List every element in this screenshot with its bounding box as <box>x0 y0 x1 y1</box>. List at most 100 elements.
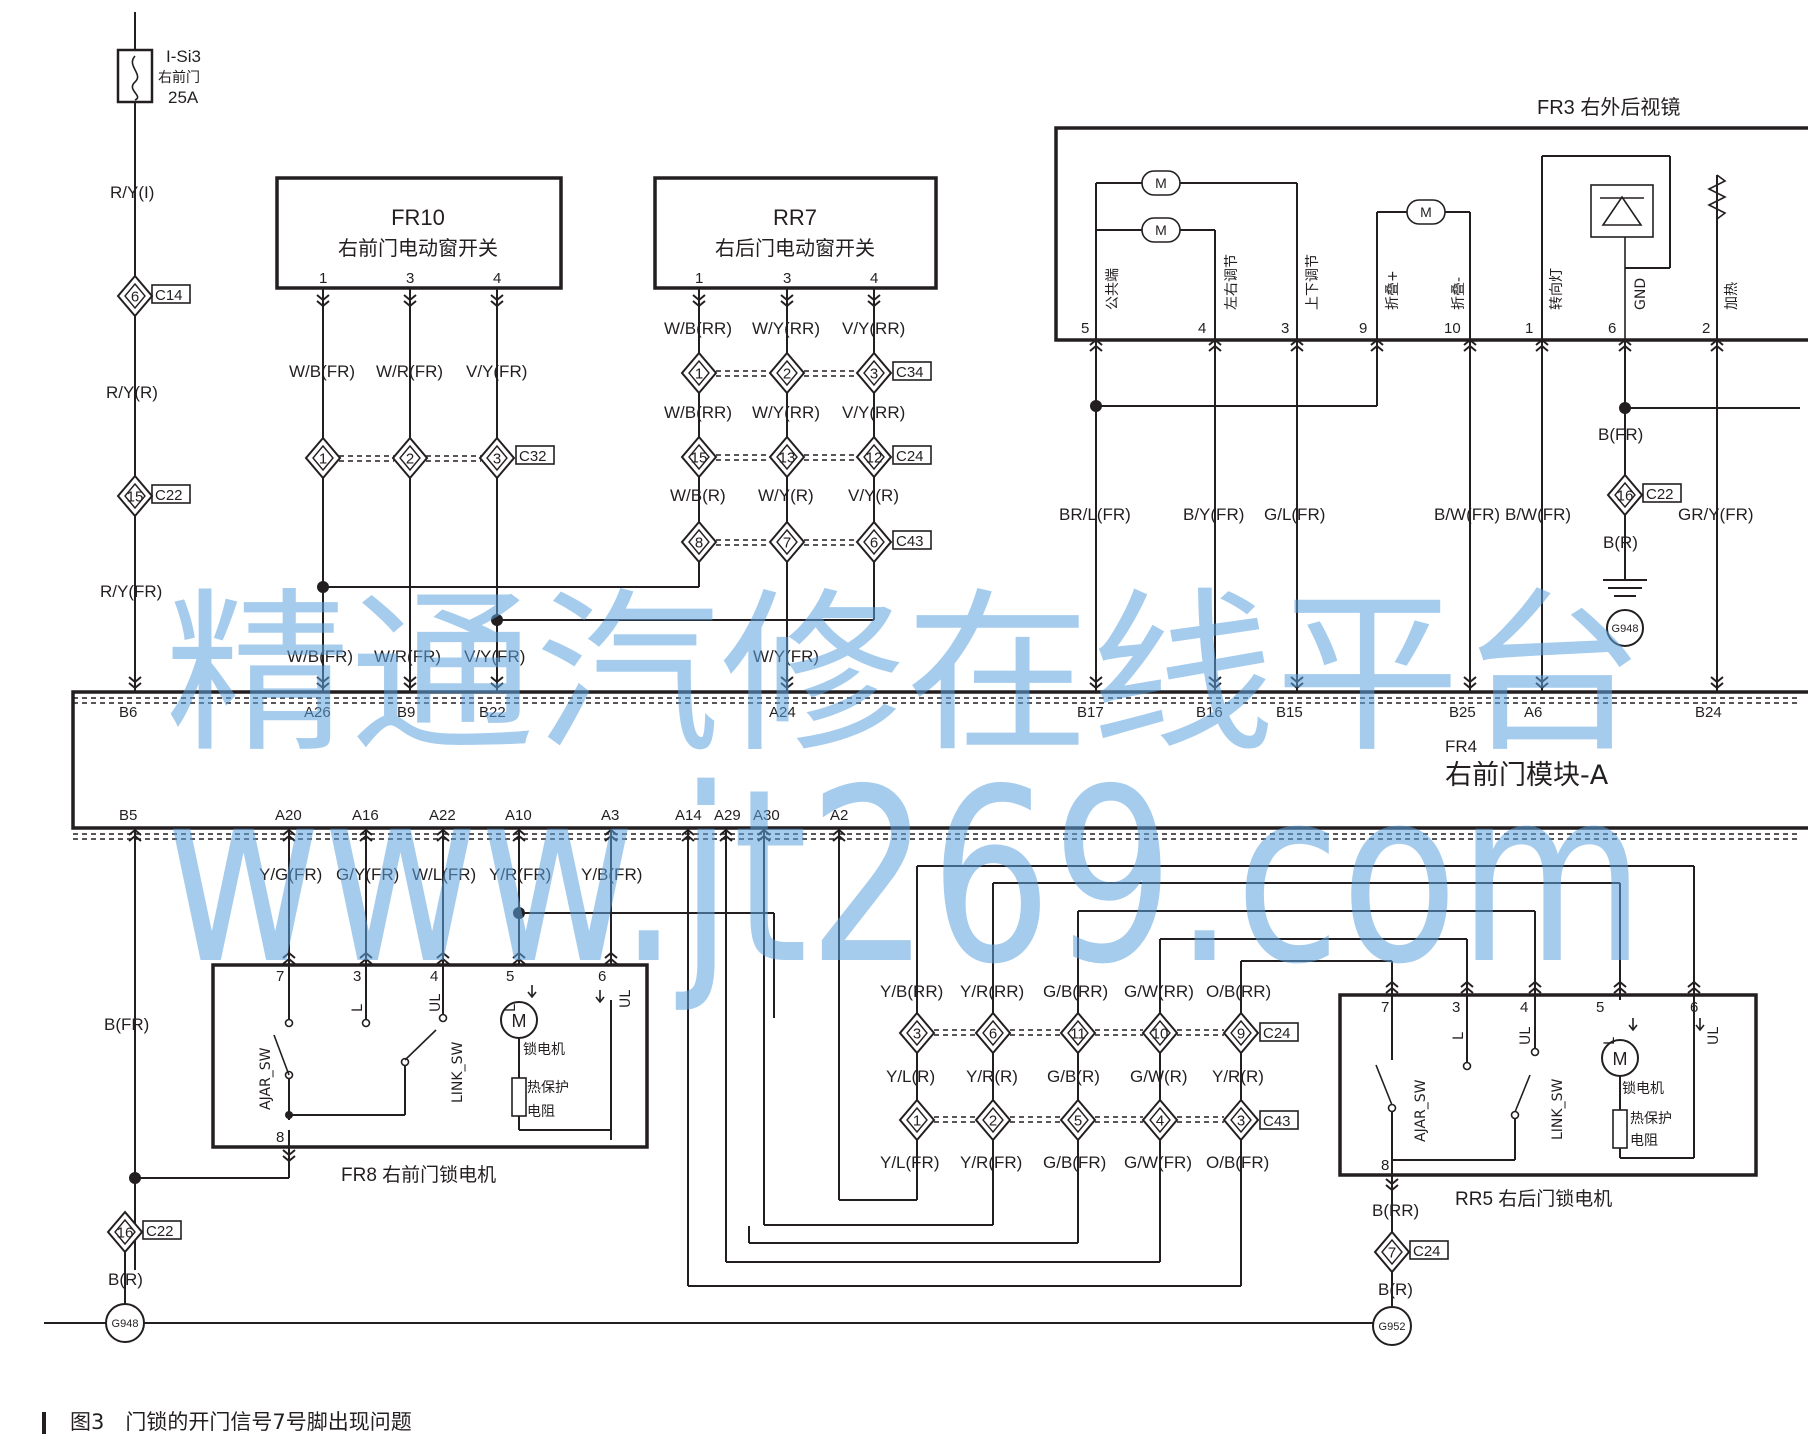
svg-text:B15: B15 <box>1276 704 1303 721</box>
wire-bw-fr-1: B/W(FR) <box>1434 505 1500 524</box>
svg-text:Y/R(FR): Y/R(FR) <box>489 865 551 884</box>
fuse-i-si3: I-Si3 右前门 25A <box>116 12 201 107</box>
svg-text:10: 10 <box>1444 320 1461 337</box>
svg-text:3: 3 <box>870 366 878 383</box>
svg-text:13: 13 <box>779 450 796 467</box>
wire-wy-rr-2: W/Y(RR) <box>752 403 820 422</box>
wire-ry-fr: R/Y(FR) <box>100 582 162 601</box>
connector-c34: C34 <box>896 364 924 381</box>
fr10-code: FR10 <box>391 205 445 230</box>
svg-text:4: 4 <box>1198 320 1206 337</box>
rr5-title: RR5 右后门锁电机 <box>1455 1188 1612 1210</box>
diamond-c24-10: 10 <box>1141 1011 1179 1055</box>
caption-text: 图3 门锁的开门信号7号脚出现问题 <box>70 1410 412 1434</box>
svg-text:3: 3 <box>353 968 361 985</box>
diamond-c24-9: 9 <box>1222 1011 1260 1055</box>
svg-text:L: L <box>1602 1037 1618 1045</box>
fr4-module: FR4 右前门模块-A B6 A26 B9 B22 A24 B17 B16 B1… <box>71 690 1808 840</box>
diamond-c32-1: 1 <box>304 436 342 480</box>
svg-text:1: 1 <box>319 451 327 468</box>
diamond-c22-16-left: 16 <box>106 1210 144 1254</box>
svg-text:8: 8 <box>1381 1157 1389 1174</box>
diamond-c22-16-mirror: 16 <box>1606 473 1644 517</box>
rr7-code: RR7 <box>773 205 817 230</box>
wiring-diagram: I-Si3 右前门 25A R/Y(I) 6 C14 R/Y(R) 15 C22… <box>44 12 1808 1346</box>
fr3-mirror: FR3 右外后视镜 M M M 公共端 左右调节 上下调节 折叠+ 折叠- 转向… <box>1054 96 1808 342</box>
svg-text:B17: B17 <box>1077 704 1104 721</box>
fr3-wires: B(FR) 16 C22 B(R) G948 BR/L(FR) B/Y(FR) … <box>1059 339 1800 692</box>
connector-c22-mirror: C22 <box>1646 486 1674 503</box>
svg-text:热保护: 热保护 <box>527 1080 569 1096</box>
ground-g948-mirror: G948 <box>1606 609 1644 647</box>
rr7-name: 右后门电动窗开关 <box>715 236 875 260</box>
svg-text:8: 8 <box>695 535 703 552</box>
connector-c24-top: C24 <box>896 448 924 465</box>
diamond-c24-11: 11 <box>1059 1011 1097 1055</box>
diamond-c24-7: 7 <box>1373 1230 1411 1274</box>
svg-text:C24: C24 <box>1413 1243 1441 1260</box>
svg-text:锁电机: 锁电机 <box>1622 1081 1664 1097</box>
svg-text:加热: 加热 <box>1724 282 1740 310</box>
diamond-c34-1: 1 <box>680 351 718 395</box>
wire-gry-fr: GR/Y(FR) <box>1678 505 1754 524</box>
svg-text:A24: A24 <box>769 704 796 721</box>
svg-text:11: 11 <box>1070 1026 1086 1043</box>
svg-text:2: 2 <box>989 1113 997 1130</box>
svg-text:A10: A10 <box>505 807 532 824</box>
svg-text:B16: B16 <box>1196 704 1223 721</box>
wire-wb-r: W/B(R) <box>670 486 726 505</box>
diamond-c24-12: 12 <box>855 435 893 479</box>
wire-brl-fr: BR/L(FR) <box>1059 505 1131 524</box>
svg-text:6: 6 <box>870 535 878 552</box>
wire-vy-fr-top: V/Y(FR) <box>466 362 527 381</box>
connector-c32: C32 <box>519 448 547 465</box>
svg-text:6: 6 <box>1608 320 1616 337</box>
connector-c14: C14 <box>155 287 183 304</box>
svg-text:1: 1 <box>695 366 703 383</box>
svg-text:O/B(RR): O/B(RR) <box>1206 982 1271 1001</box>
svg-text:W/L(FR): W/L(FR) <box>412 865 476 884</box>
svg-text:G/B(RR): G/B(RR) <box>1043 982 1108 1001</box>
svg-text:3: 3 <box>1281 320 1289 337</box>
svg-text:A14: A14 <box>675 807 702 824</box>
wire-wr-fr-top: W/R(FR) <box>376 362 443 381</box>
svg-text:Y/R(R): Y/R(R) <box>1212 1067 1264 1086</box>
svg-text:AJAR_SW: AJAR_SW <box>258 1047 274 1110</box>
svg-text:折叠+: 折叠+ <box>1385 270 1401 310</box>
svg-text:M: M <box>1155 175 1167 191</box>
svg-text:GND: GND <box>1633 278 1649 310</box>
diamond-c43-8: 8 <box>680 520 718 564</box>
svg-text:L: L <box>350 1004 366 1012</box>
figure-caption: 图3 门锁的开门信号7号脚出现问题 <box>42 1406 412 1436</box>
svg-text:C43: C43 <box>1263 1113 1291 1130</box>
diamond-c24-15: 15 <box>680 435 718 479</box>
svg-text:M: M <box>1420 204 1432 220</box>
wire-vy-r: V/Y(R) <box>848 486 899 505</box>
svg-text:4: 4 <box>430 968 438 985</box>
svg-text:Y/B(RR): Y/B(RR) <box>880 982 943 1001</box>
svg-text:L: L <box>503 1004 519 1012</box>
fr4-name: 右前门模块-A <box>1445 760 1609 791</box>
svg-text:5: 5 <box>1596 999 1604 1016</box>
svg-text:2: 2 <box>1702 320 1710 337</box>
svg-text:Y/R(R): Y/R(R) <box>966 1067 1018 1086</box>
wire-bw-fr-2: B/W(FR) <box>1505 505 1571 524</box>
svg-text:Y/R(RR): Y/R(RR) <box>960 982 1024 1001</box>
svg-text:B9: B9 <box>397 704 415 721</box>
svg-text:G/W(FR): G/W(FR) <box>1124 1153 1192 1172</box>
wire-b-r-mirror: B(R) <box>1603 533 1638 552</box>
wire-wy-rr-1: W/Y(RR) <box>752 319 820 338</box>
svg-text:G948: G948 <box>1612 623 1639 635</box>
diamond-c43-3: 3 <box>1222 1098 1260 1142</box>
svg-text:公共端: 公共端 <box>1105 268 1121 310</box>
svg-text:G/B(R): G/B(R) <box>1047 1067 1100 1086</box>
svg-text:1: 1 <box>319 270 327 287</box>
svg-text:3: 3 <box>1237 1113 1245 1130</box>
svg-text:C22: C22 <box>146 1223 174 1240</box>
svg-text:M: M <box>1155 222 1167 238</box>
svg-text:Y/L(R): Y/L(R) <box>886 1067 935 1086</box>
svg-text:M: M <box>512 1011 527 1031</box>
